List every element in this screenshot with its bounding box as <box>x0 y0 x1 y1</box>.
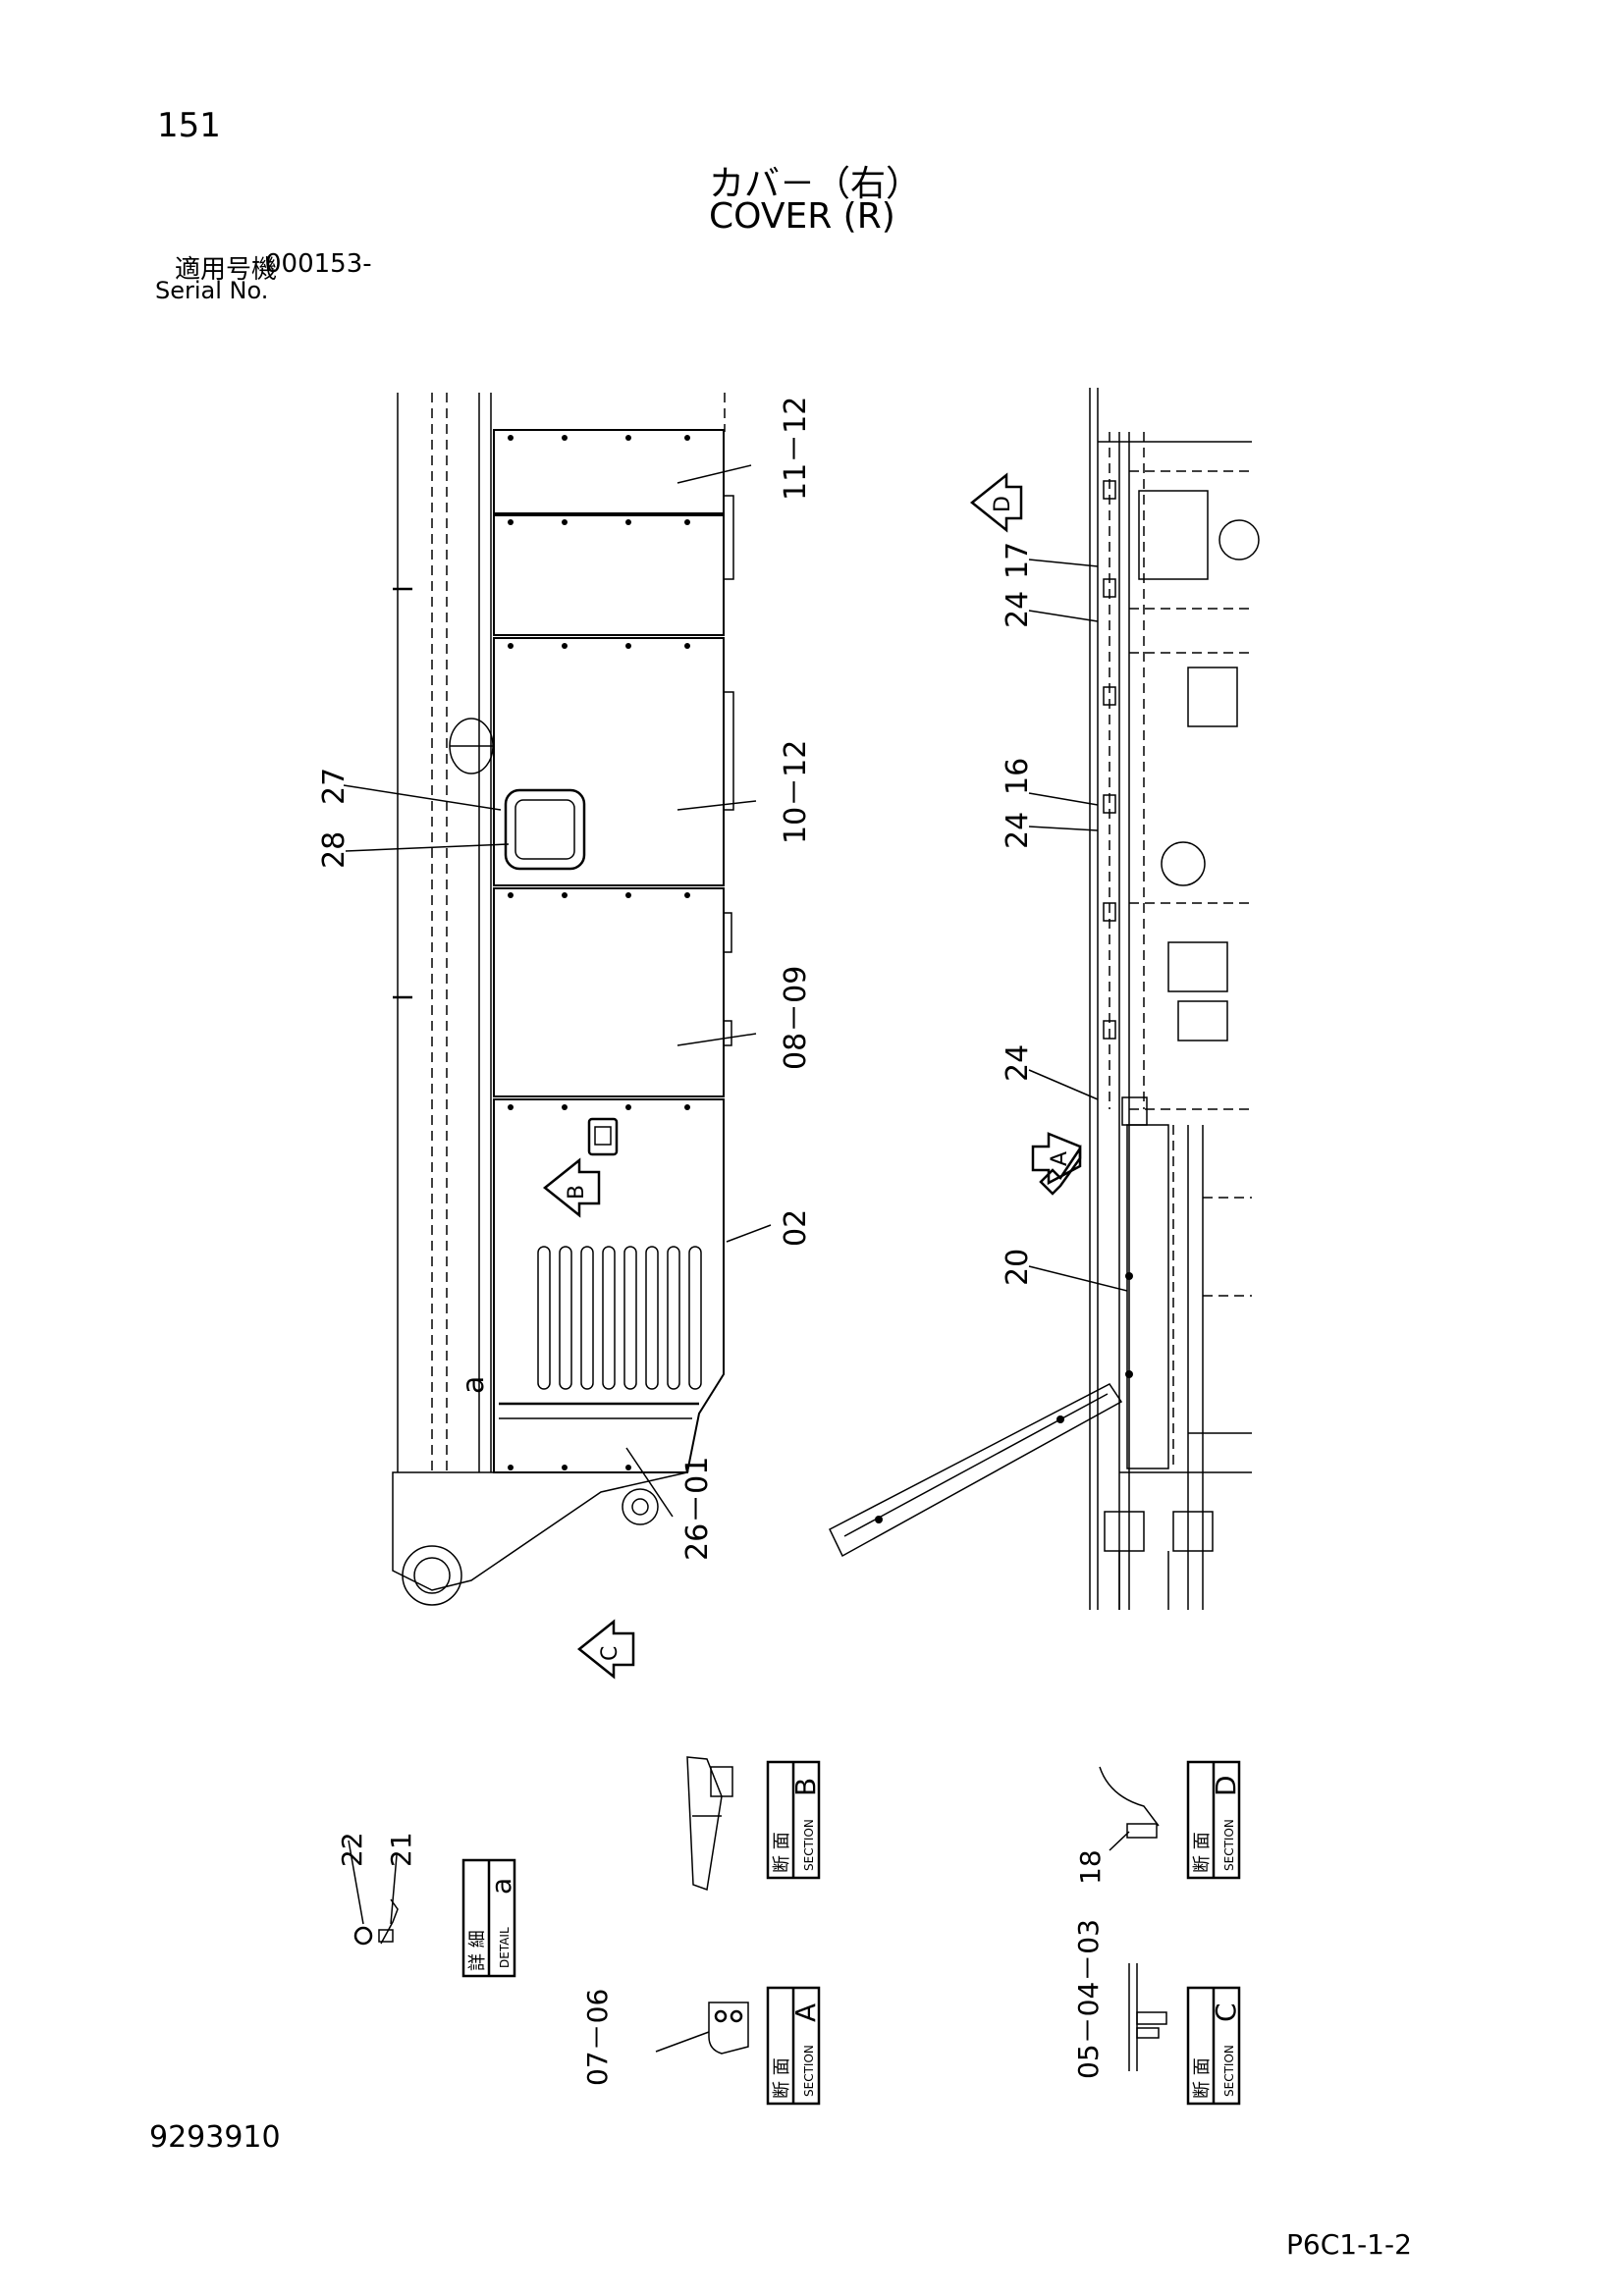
louvre-slots <box>537 1246 702 1390</box>
title-japanese: カバ－（右） <box>709 164 922 204</box>
view-arrow-a: A <box>1031 1132 1082 1196</box>
svg-text:C: C <box>1210 2002 1242 2022</box>
svg-text:a: a <box>485 1878 517 1895</box>
svg-text:DETAIL: DETAIL <box>498 1927 512 1968</box>
svg-text:C: C <box>598 1646 623 1661</box>
callout-24-low: 24 <box>1001 1044 1035 1082</box>
detail-a-box: a 詳 細 DETAIL <box>461 1858 517 1978</box>
svg-text:A: A <box>1048 1151 1072 1166</box>
section-a-drawing: 07－06 <box>581 1989 749 2086</box>
svg-text:詳 細: 詳 細 <box>467 1930 488 1971</box>
callout-08-09: 08－09 <box>779 966 813 1070</box>
callout-labels: 11－12 10－12 08－09 02 26－01 27 28 a 17 24… <box>317 397 1035 1561</box>
svg-text:SECTION: SECTION <box>1222 2045 1236 2097</box>
bolt-dots <box>508 435 690 1470</box>
section-d-drawing: 18 <box>1074 1766 1160 1885</box>
section-b-box: B 断 面 SECTION <box>766 1760 822 1880</box>
callout-28: 28 <box>317 831 352 869</box>
callout-05-04-03: 05－04－03 <box>1072 1919 1105 2079</box>
svg-text:断 面: 断 面 <box>1192 2057 1213 2099</box>
serial-number: 000153- <box>265 249 372 279</box>
page-reference: P6C1-1-2 <box>1286 2228 1412 2261</box>
svg-text:断 面: 断 面 <box>772 1832 792 1873</box>
callout-22: 22 <box>336 1832 368 1867</box>
section-b-drawing <box>686 1756 733 1892</box>
page-number: 151 <box>157 106 221 145</box>
callout-02: 02 <box>779 1209 813 1247</box>
callout-26-01: 26－01 <box>680 1457 715 1561</box>
svg-text:B: B <box>789 1778 822 1796</box>
svg-text:D: D <box>991 496 1015 512</box>
leader-lines <box>343 464 1128 1518</box>
svg-text:SECTION: SECTION <box>1222 1819 1236 1871</box>
view-arrow-d: D <box>969 472 1023 533</box>
callout-07-06: 07－06 <box>581 1989 614 2086</box>
callout-24-mid: 24 <box>1001 812 1035 849</box>
side-view-right <box>829 388 1260 1610</box>
callout-a: a <box>457 1376 491 1394</box>
svg-text:SECTION: SECTION <box>802 1819 816 1871</box>
drawing-code: 9293910 <box>149 2120 281 2155</box>
svg-text:SECTION: SECTION <box>802 2045 816 2097</box>
svg-text:断 面: 断 面 <box>772 2057 792 2099</box>
svg-text:D: D <box>1210 1775 1242 1796</box>
callout-16: 16 <box>1001 758 1035 795</box>
svg-text:断 面: 断 面 <box>1192 1832 1213 1873</box>
callout-11-12: 11－12 <box>779 397 813 501</box>
detail-a-drawing: 22 21 <box>336 1832 417 1946</box>
svg-text:B: B <box>565 1185 589 1200</box>
serial-label-japanese: 適用号機 <box>175 255 278 285</box>
view-arrow-b: B <box>542 1157 601 1218</box>
callout-18: 18 <box>1074 1849 1107 1885</box>
serial-label-english: Serial No. <box>155 277 269 304</box>
svg-text:A: A <box>789 2003 822 2022</box>
section-d-box: D 断 面 SECTION <box>1186 1760 1242 1880</box>
callout-20: 20 <box>1001 1249 1035 1286</box>
callout-10-12: 10－12 <box>779 740 813 844</box>
callout-24-top: 24 <box>1001 591 1035 628</box>
callout-17: 17 <box>1001 542 1035 579</box>
section-c-box: C 断 面 SECTION <box>1186 1986 1242 2106</box>
section-a-box: A 断 面 SECTION <box>766 1986 822 2106</box>
main-view-left <box>392 393 734 1606</box>
callout-27: 27 <box>317 768 352 805</box>
view-arrow-c: C <box>576 1619 635 1680</box>
title-english: COVER (R) <box>709 196 895 237</box>
callout-21: 21 <box>385 1832 417 1867</box>
section-c-drawing: 05－04－03 <box>1072 1919 1167 2079</box>
